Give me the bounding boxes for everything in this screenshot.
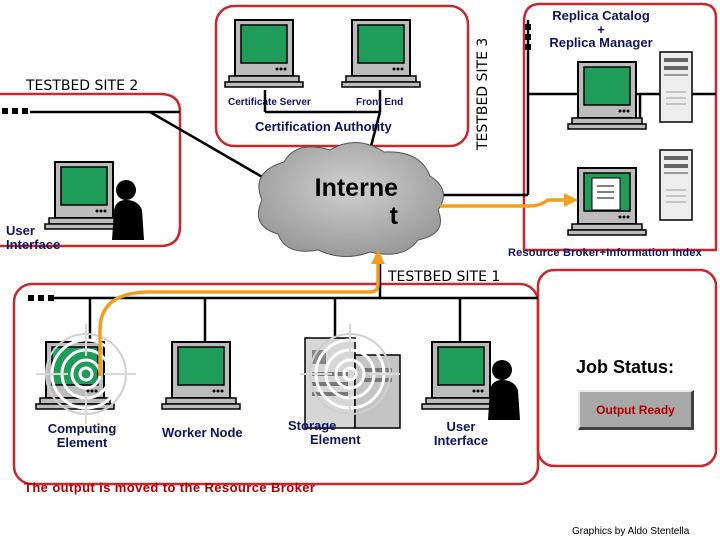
site2-user-text-2: Interface: [6, 236, 61, 252]
backbone-dots: [2, 24, 531, 301]
job-status-title: Job Status:: [576, 357, 675, 377]
site3-label: TESTBED SITE 3: [475, 37, 491, 150]
site1-user-interface-label: User Interface: [426, 420, 496, 447]
site2-user-computer: [44, 161, 124, 230]
resource-broker-computer: [567, 149, 693, 236]
certificate-server-computer: [224, 19, 304, 88]
front-end-computer: [341, 19, 421, 88]
arrow-head-up: [371, 250, 385, 264]
site1-user-text-2: Interface: [433, 432, 489, 448]
replica-manager-monitor: [567, 61, 647, 130]
storage-element-text-1: Storage: [288, 418, 337, 433]
site3-replica-border: [522, 2, 718, 252]
site2-user-text-1: User: [6, 223, 35, 238]
credit-text: Graphics by Aldo Stentella: [572, 526, 690, 537]
job-status-value: Output Ready: [596, 402, 675, 417]
site2-user-person: [112, 180, 144, 240]
site1-status-border: [536, 268, 718, 468]
resource-broker-label: Resource Broker+Information Index: [508, 247, 702, 259]
site1-user-text-1: User: [446, 419, 476, 434]
replica-catalog-text: Replica Catalog: [552, 8, 650, 23]
arrow-head-right: [564, 193, 578, 207]
worker-node-label: Worker Node: [162, 425, 243, 440]
caption-text: The output is moved to the Resource Brok…: [24, 480, 316, 495]
storage-element-text-2: Element: [310, 431, 361, 447]
replica-label: Replica Catalog + Replica Manager: [536, 9, 666, 50]
computing-element-text-1: Computing: [47, 421, 117, 436]
internet-label: Interne t: [300, 174, 398, 230]
site1-label: TESTBED SITE 1: [388, 269, 501, 285]
site2-user-interface-label: User Interface: [6, 224, 60, 251]
flow-arrows: [98, 198, 566, 376]
replica-manager-text: Replica Manager: [549, 35, 653, 51]
internet-cloud: [258, 142, 444, 257]
front-end-label: Front End: [356, 97, 404, 108]
certification-authority-label: Certification Authority: [255, 119, 392, 134]
computing-element-text-2: Element: [56, 434, 108, 450]
job-status-box: Output Ready: [578, 390, 694, 430]
certificate-server-label: Certificate Server: [228, 97, 311, 108]
site1-user-computer: [421, 341, 501, 410]
worker-node-computer: [161, 341, 241, 410]
storage-element-label: Storage Element: [288, 419, 361, 446]
replica-plus-text: +: [597, 21, 605, 37]
site2-border: [0, 92, 182, 248]
internet-text-1: Interne: [314, 174, 398, 202]
site2-label: TESTBED SITE 2: [26, 78, 139, 94]
replica-manager-tower: [659, 51, 693, 123]
site1-user-person: [488, 360, 520, 420]
internet-text-2: t: [389, 201, 398, 230]
computing-element-label: Computing Element: [40, 422, 124, 449]
